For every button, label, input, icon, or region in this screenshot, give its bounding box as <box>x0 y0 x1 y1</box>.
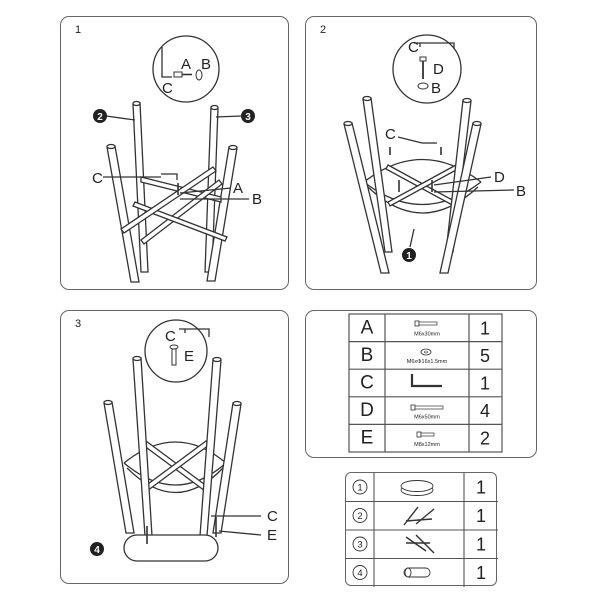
allen-key-icon <box>414 42 455 49</box>
step-number: 3 <box>75 318 81 330</box>
parts-row-4: 4 1 <box>352 563 486 583</box>
hardware-row-d: D M6x50mm 4 <box>360 400 490 421</box>
callout-b: B <box>252 191 262 208</box>
svg-text:A: A <box>361 318 374 339</box>
hardware-row-a: A M6x30mm 1 <box>361 318 490 339</box>
inset-label-c: C <box>162 80 173 97</box>
short-bolt-icon <box>169 344 179 350</box>
hardware-table-panel: A M6x30mm 1 B M6xΦ16x1.5mm 5 C 1 <box>305 310 537 458</box>
callout-b: B <box>516 183 526 200</box>
callout-c: C <box>267 508 278 525</box>
hardware-row-c: C 1 <box>360 373 490 394</box>
parts-row-3: 3 1 <box>352 534 486 555</box>
parts-row-1: 1 1 <box>352 478 486 498</box>
svg-text:1: 1 <box>480 374 490 394</box>
hardware-inset: C E <box>144 319 210 383</box>
svg-text:1: 1 <box>476 506 486 526</box>
inset-label-e: E <box>184 348 194 365</box>
leg-frame-icon <box>403 506 435 526</box>
hardware-inset: C D B <box>392 34 462 104</box>
parts-row-2: 2 1 <box>352 506 486 526</box>
callout-a: A <box>233 180 243 197</box>
step-number: 2 <box>320 24 326 36</box>
svg-text:5: 5 <box>480 346 490 366</box>
svg-text:1: 1 <box>476 563 486 583</box>
part-badge-3: 3 <box>241 109 255 123</box>
leg-frame <box>106 100 238 283</box>
inset-label-a: A <box>181 56 191 73</box>
allen-key-icon <box>410 374 442 388</box>
washer-icon <box>417 82 429 90</box>
svg-text:2: 2 <box>480 429 490 449</box>
hardware-table: A M6x30mm 1 B M6xΦ16x1.5mm 5 C 1 <box>348 313 503 453</box>
inset-label-b: B <box>431 80 441 97</box>
svg-text:E: E <box>361 428 374 449</box>
svg-text:1: 1 <box>476 535 486 555</box>
svg-text:M6xΦ16x1.5mm: M6xΦ16x1.5mm <box>407 359 448 365</box>
svg-text:M6x30mm: M6x30mm <box>414 332 440 338</box>
callout-e: E <box>267 527 277 544</box>
hardware-inset: A B C <box>152 35 220 103</box>
svg-text:2: 2 <box>357 511 362 522</box>
part-badge-2: 2 <box>93 109 107 123</box>
leg-frame <box>343 95 482 274</box>
footrest-tube-icon <box>403 567 431 578</box>
hardware-row-e: E M8x12mm 2 <box>361 428 490 449</box>
svg-text:M6x50mm: M6x50mm <box>414 415 440 421</box>
bolt-icon <box>414 320 438 327</box>
step-2-panel: 2 C D B <box>305 16 537 290</box>
svg-text:3: 3 <box>357 540 362 551</box>
washer-icon <box>420 348 432 356</box>
footrest-tube <box>123 534 219 562</box>
parts-table-panel: 1 1 2 1 3 1 <box>345 472 498 587</box>
allen-key-icon <box>179 328 210 337</box>
callout-c: C <box>385 126 396 143</box>
part-badge-4: 4 <box>90 542 104 556</box>
inset-label-c: C <box>165 328 176 345</box>
svg-text:M8x12mm: M8x12mm <box>414 442 440 448</box>
leg-frame-icon <box>405 534 435 554</box>
svg-text:4: 4 <box>480 401 490 421</box>
seat-disc-icon <box>400 480 434 496</box>
hardware-row-b: B M6xΦ16x1.5mm 5 <box>361 345 490 366</box>
washer-icon <box>195 69 203 81</box>
svg-text:1: 1 <box>480 319 490 339</box>
inset-label-b: B <box>201 56 211 73</box>
long-bolt-icon <box>410 404 444 411</box>
callout-c: C <box>92 170 103 187</box>
svg-text:1: 1 <box>357 483 362 494</box>
part-badge-1: 1 <box>402 248 416 262</box>
short-bolt-icon <box>416 431 435 438</box>
svg-text:4: 4 <box>94 545 100 556</box>
step-1-panel: 1 A B C <box>60 16 289 290</box>
long-bolt-icon <box>419 56 427 62</box>
svg-text:B: B <box>361 345 374 366</box>
parts-table: 1 1 2 1 3 1 <box>346 473 498 587</box>
svg-text:1: 1 <box>406 251 412 262</box>
step-2-diagram: 2 C D B <box>320 24 526 274</box>
step-3-diagram: 3 C E <box>75 318 278 562</box>
svg-text:3: 3 <box>245 112 251 123</box>
allen-key-icon <box>161 47 172 78</box>
step-number: 1 <box>75 24 81 36</box>
svg-text:1: 1 <box>476 478 486 498</box>
inset-label-c: C <box>408 39 419 56</box>
svg-text:C: C <box>360 373 374 394</box>
svg-text:D: D <box>360 400 374 421</box>
step-3-panel: 3 C E <box>60 310 289 584</box>
svg-text:4: 4 <box>357 568 362 579</box>
svg-text:2: 2 <box>97 112 103 123</box>
inset-label-d: D <box>433 61 444 78</box>
leg-frame <box>103 355 242 537</box>
callout-d: D <box>494 169 505 186</box>
step-1-diagram: 1 A B C <box>75 24 262 283</box>
